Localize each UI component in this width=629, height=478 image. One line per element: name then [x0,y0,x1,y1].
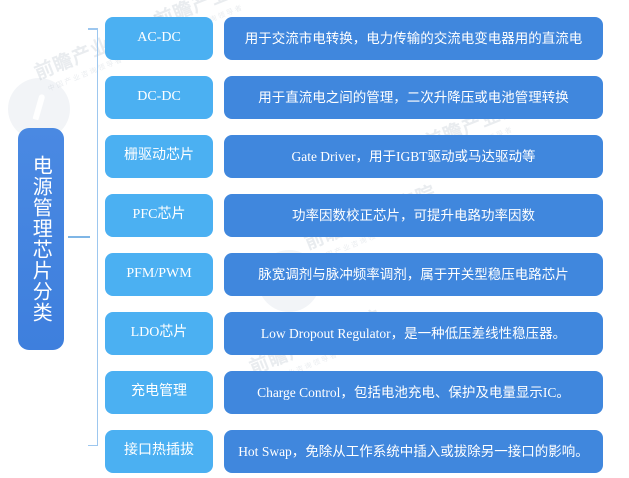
diagram-row: DC-DC 用于直流电之间的管理，二次升降压或电池管理转换 [0,76,629,119]
description-card[interactable]: 用于直流电之间的管理，二次升降压或电池管理转换 [224,76,603,119]
description-card[interactable]: Low Dropout Regulator，是一种低压差线性稳压器。 [224,312,603,355]
description-card[interactable]: 功率因数校正芯片，可提升电路功率因数 [224,194,603,237]
diagram-row: AC-DC 用于交流市电转换，电力传输的交流电变电器用的直流电 [0,17,629,60]
description-card[interactable]: 用于交流市电转换，电力传输的交流电变电器用的直流电 [224,17,603,60]
diagram-row: 栅驱动芯片 Gate Driver，用于IGBT驱动或马达驱动等 [0,135,629,178]
diagram-title-block: 电源管理芯片分类 [18,128,64,350]
diagram-row: LDO芯片 Low Dropout Regulator，是一种低压差线性稳压器。 [0,312,629,355]
bracket [68,28,98,446]
diagram-row: 接口热插拔 Hot Swap，免除从工作系统中插入或拔除另一接口的影响。 [0,430,629,473]
category-card[interactable]: PFC芯片 [105,194,213,237]
bracket-stem [68,236,90,238]
category-card[interactable]: AC-DC [105,17,213,60]
description-card[interactable]: Gate Driver，用于IGBT驱动或马达驱动等 [224,135,603,178]
bracket-cap-top [88,28,98,30]
description-card[interactable]: Hot Swap，免除从工作系统中插入或拔除另一接口的影响。 [224,430,603,473]
category-card[interactable]: DC-DC [105,76,213,119]
category-card[interactable]: LDO芯片 [105,312,213,355]
category-card[interactable]: 栅驱动芯片 [105,135,213,178]
bracket-spine [96,28,98,446]
category-card[interactable]: 接口热插拔 [105,430,213,473]
description-card[interactable]: Charge Control，包括电池充电、保护及电量显示IC。 [224,371,603,414]
category-card[interactable]: PFM/PWM [105,253,213,296]
diagram-row: 充电管理 Charge Control，包括电池充电、保护及电量显示IC。 [0,371,629,414]
bracket-cap-bottom [88,444,98,446]
category-card[interactable]: 充电管理 [105,371,213,414]
description-card[interactable]: 脉宽调剂与脉冲频率调剂，属于开关型稳压电路芯片 [224,253,603,296]
diagram-row: PFC芯片功率因数校正芯片，可提升电路功率因数 [0,194,629,237]
page-title: 电源管理芯片分类 [29,155,54,323]
diagram-row: PFM/PWM 脉宽调剂与脉冲频率调剂，属于开关型稳压电路芯片 [0,253,629,296]
